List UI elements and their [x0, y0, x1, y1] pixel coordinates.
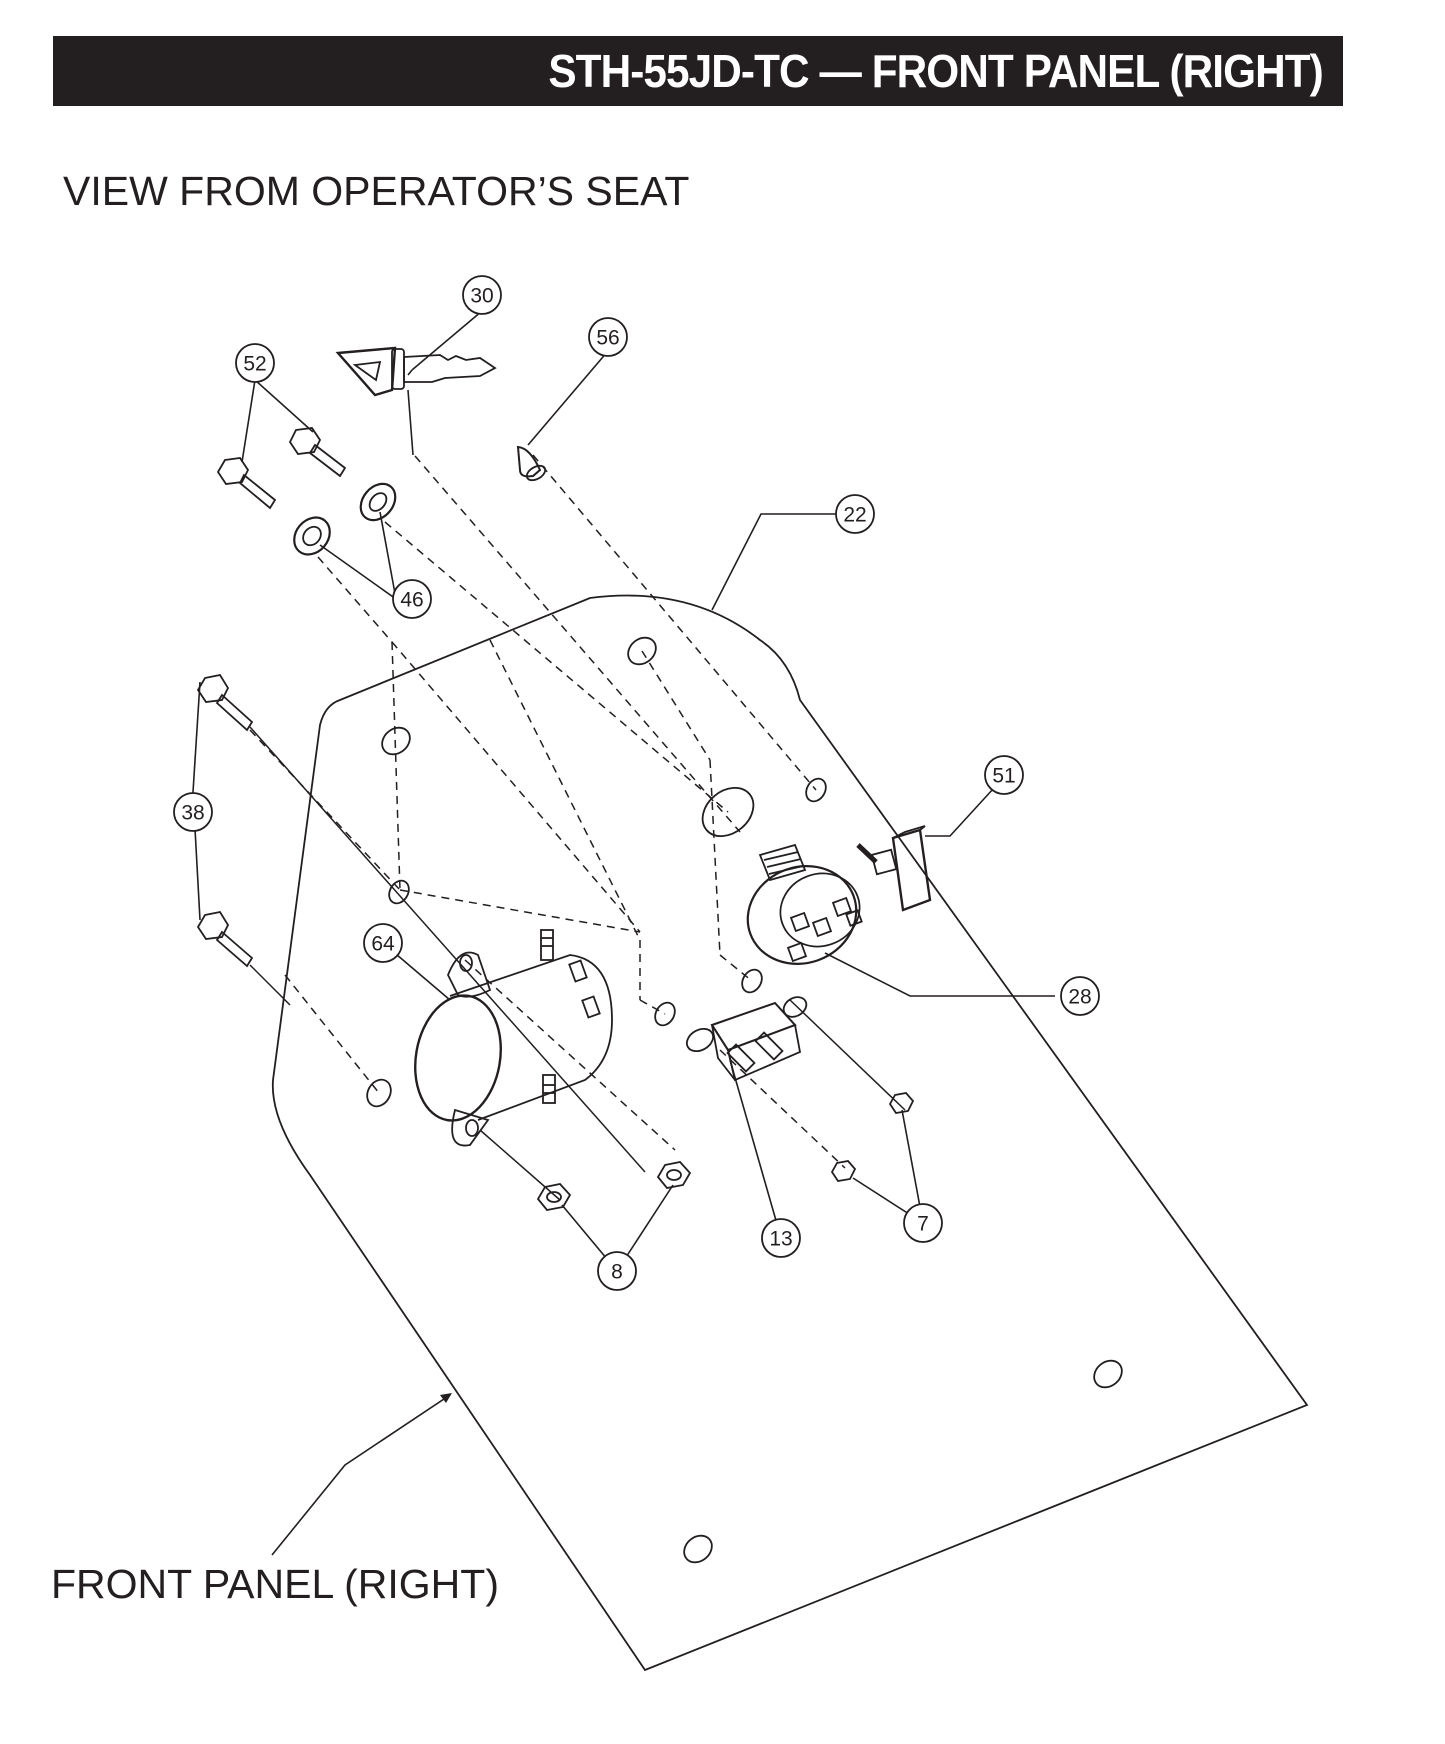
ignition-switch — [746, 843, 863, 965]
leader-line — [789, 999, 906, 1111]
callout-56: 56 — [588, 317, 628, 357]
arrowhead — [440, 1393, 452, 1403]
callout-label: 30 — [470, 285, 493, 308]
callout-label: 52 — [243, 353, 266, 376]
callout-label: 64 — [371, 933, 395, 956]
callout-51: 51 — [984, 755, 1024, 795]
bolt — [196, 673, 254, 732]
callout-label: 46 — [400, 589, 423, 612]
callout-circle — [363, 923, 403, 963]
panel-hole — [366, 1078, 392, 1108]
washer — [293, 516, 331, 556]
callout-circle — [761, 1218, 801, 1258]
toggle-switch — [856, 825, 932, 912]
panel-label: FRONT PANEL (RIGHT) — [51, 1561, 499, 1607]
solenoid — [414, 929, 613, 1147]
bolt — [288, 427, 347, 478]
leader-line — [479, 1129, 561, 1201]
front-panel-plate — [271, 594, 1309, 1672]
callout-7: 7 — [903, 1203, 943, 1243]
panel-hole — [381, 726, 411, 756]
circuit-breaker — [685, 996, 808, 1082]
callout-label: 22 — [843, 504, 866, 527]
ignition-key — [335, 346, 497, 397]
leader-line — [249, 964, 291, 1006]
callout-28: 28 — [1060, 976, 1100, 1016]
callout-label: 13 — [769, 1228, 792, 1251]
nut — [536, 1183, 572, 1211]
callout-label: 8 — [611, 1261, 623, 1284]
callout-22: 22 — [835, 494, 875, 534]
panel-hole — [805, 777, 827, 803]
panel-hole-ignition — [701, 786, 755, 838]
callout-label: 38 — [181, 802, 204, 825]
callout-circle — [235, 343, 275, 383]
callout-leaders — [192, 310, 1055, 1556]
callout-label: 28 — [1068, 986, 1091, 1009]
callout-circle — [1060, 976, 1100, 1016]
leader-line — [249, 726, 646, 1173]
callout-label: 51 — [992, 765, 1015, 788]
nut — [888, 1092, 915, 1114]
callout-circle — [597, 1251, 637, 1291]
view-label: VIEW FROM OPERATOR’S SEAT — [63, 168, 690, 214]
panel-hole — [1093, 1359, 1123, 1389]
callout-circle — [835, 494, 875, 534]
callout-30: 30 — [462, 275, 502, 315]
title-bar: STH-55JD-TC — FRONT PANEL (RIGHT) — [53, 36, 1343, 106]
panel-hole — [741, 968, 763, 994]
callout-46: 46 — [392, 579, 432, 619]
callout-8: 8 — [597, 1251, 637, 1291]
washer — [359, 482, 397, 522]
panel-hole — [627, 636, 657, 666]
callout-38: 38 — [173, 792, 213, 832]
callout-circle — [588, 317, 628, 357]
bolt — [196, 910, 254, 968]
callout-circle — [173, 792, 213, 832]
switch-boot — [516, 445, 547, 482]
callout-64: 64 — [363, 923, 403, 963]
callout-circle — [984, 755, 1024, 795]
callout-circle — [462, 275, 502, 315]
callout-circle — [903, 1203, 943, 1243]
callout-circle — [392, 579, 432, 619]
callout-13: 13 — [761, 1218, 801, 1258]
nut — [830, 1160, 857, 1182]
callout-label: 7 — [917, 1213, 929, 1236]
callout-52: 52 — [235, 343, 275, 383]
nut — [656, 1161, 692, 1189]
panel-hole — [683, 1534, 713, 1564]
callout-label: 56 — [596, 327, 619, 350]
assembly-lines — [249, 454, 846, 1169]
panel-hole — [388, 879, 410, 905]
bolt — [216, 457, 277, 510]
page-title: STH-55JD-TC — FRONT PANEL (RIGHT) — [548, 45, 1323, 97]
